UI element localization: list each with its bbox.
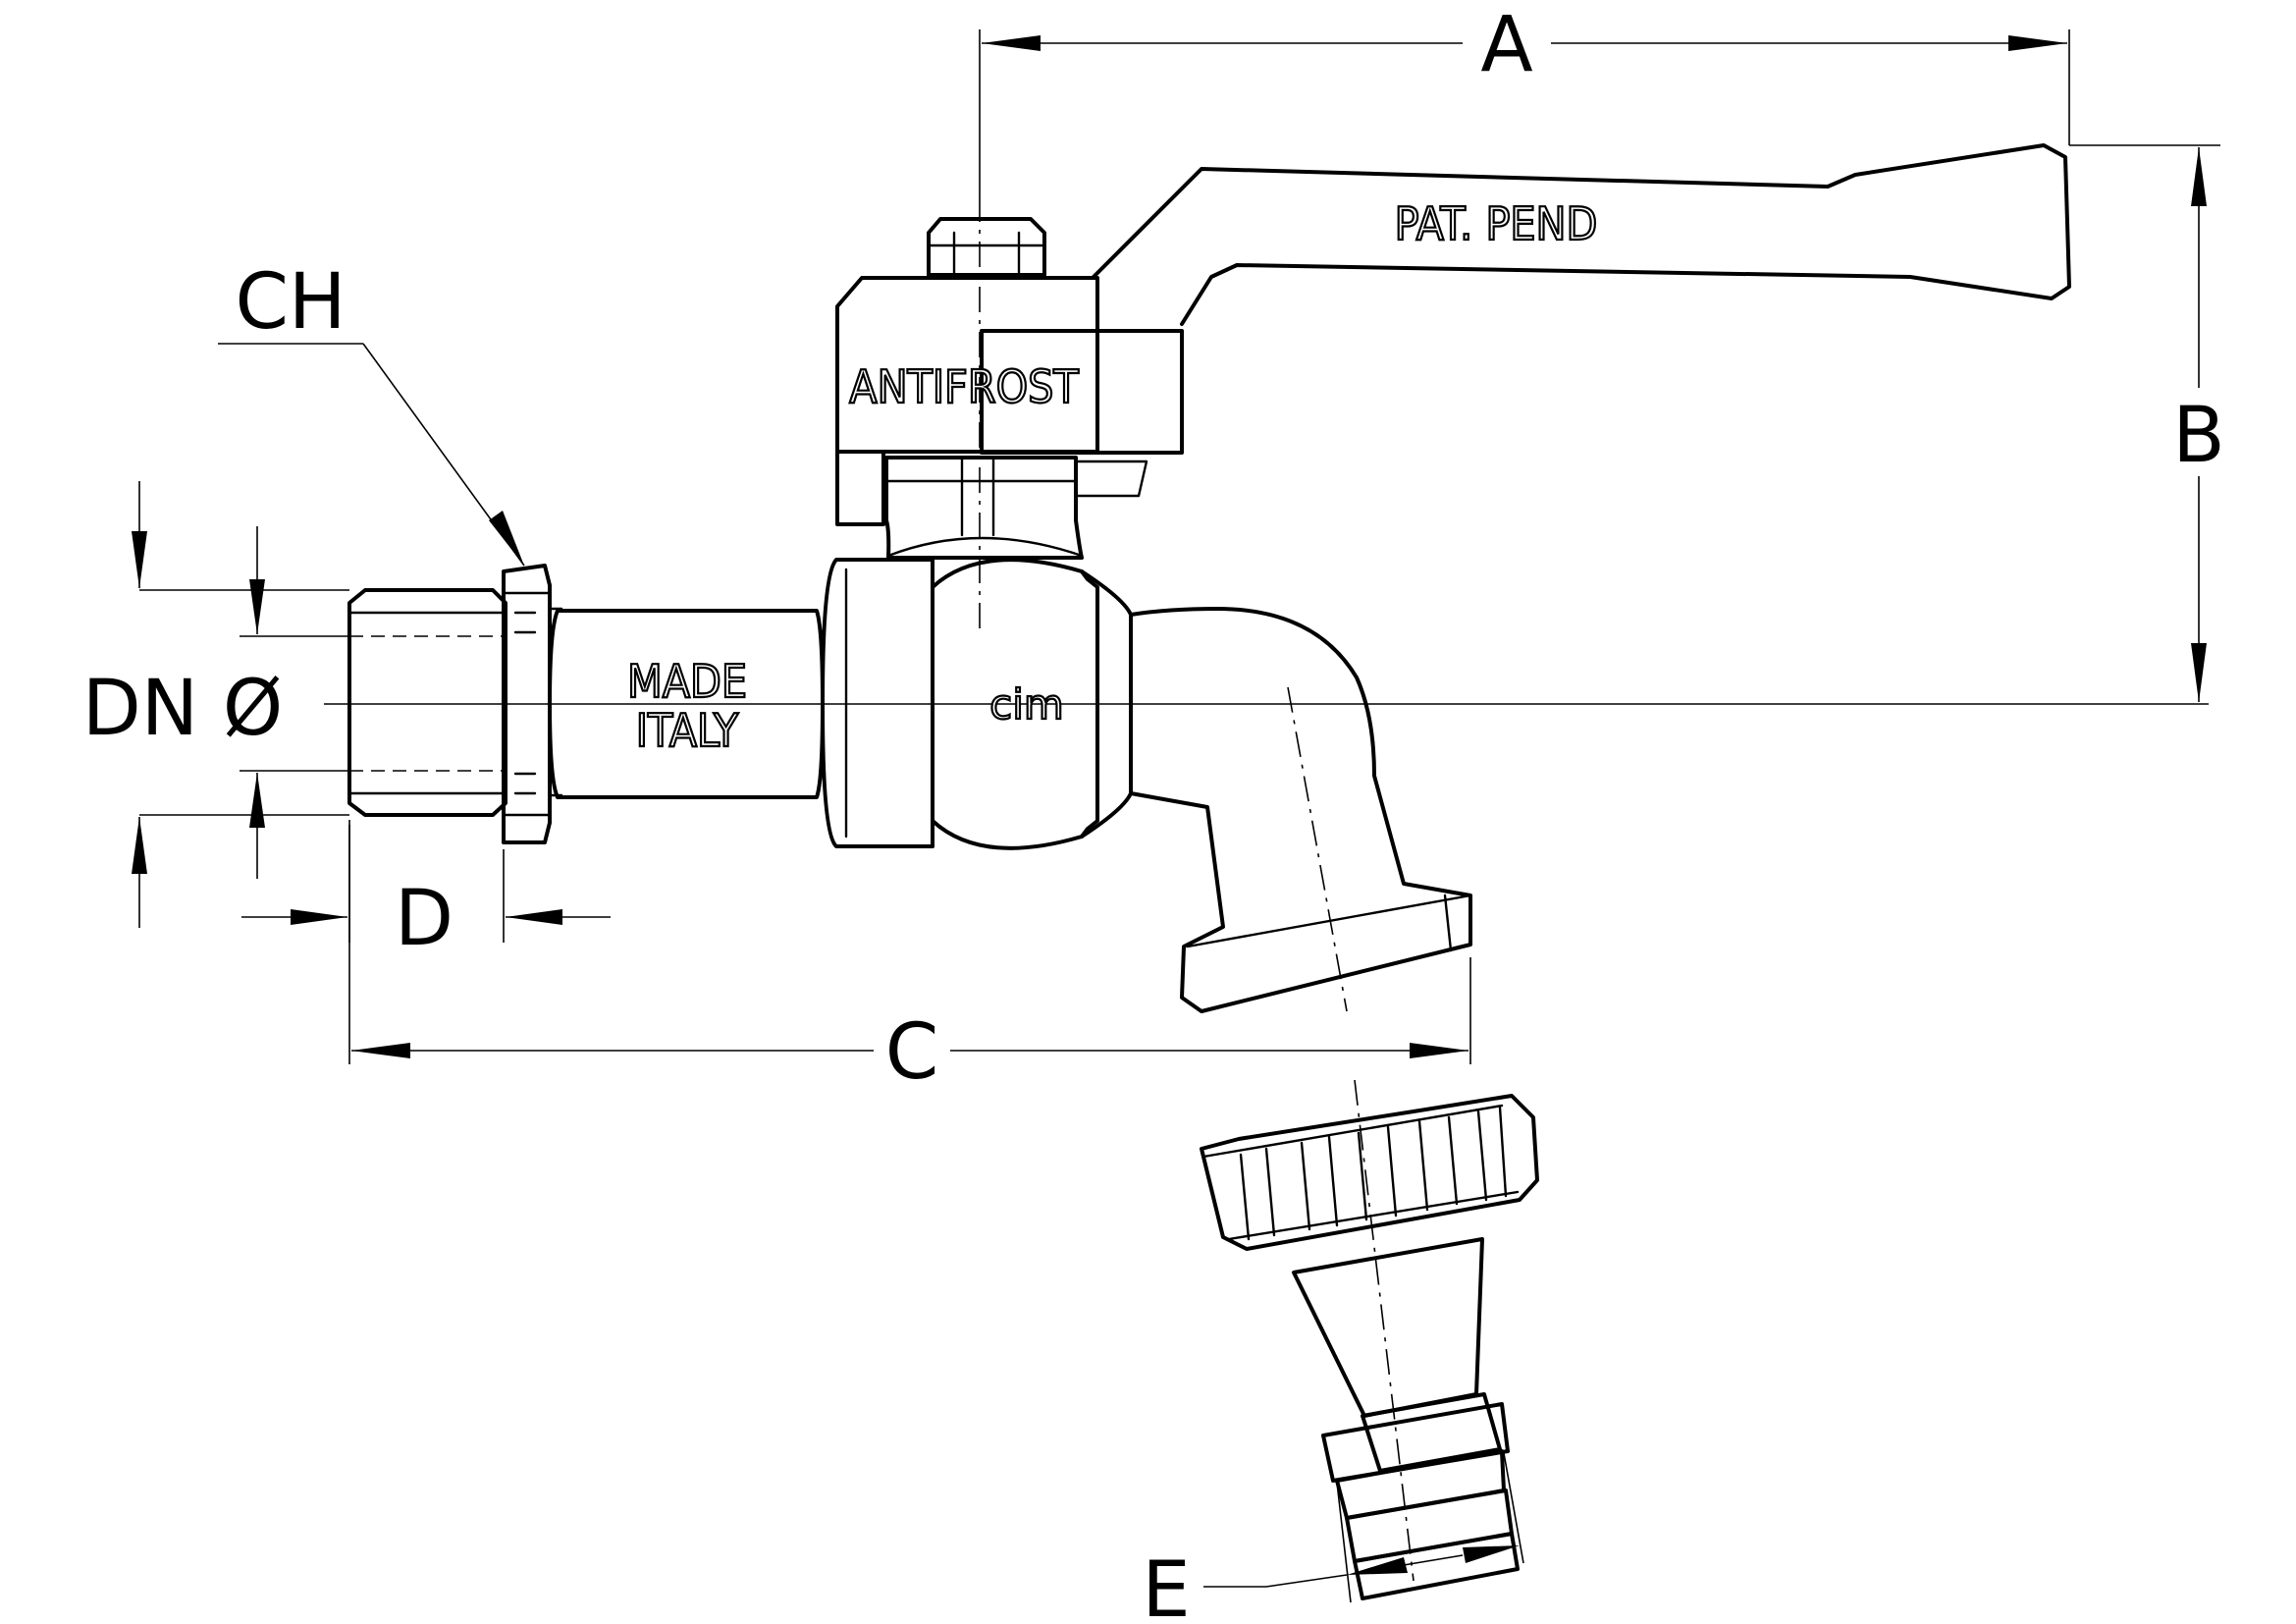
inlet-threaded-end <box>347 588 507 817</box>
dimension-e: E <box>1142 1452 1524 1624</box>
dimension-a: A <box>979 1 2070 196</box>
spout <box>1129 607 1472 1013</box>
dim-d-label: D <box>395 875 454 963</box>
dim-c-label: C <box>885 1008 938 1097</box>
ball-valve-body: cim <box>821 536 1133 850</box>
dimension-c: C <box>348 825 1471 1097</box>
center-lines <box>324 196 2209 1582</box>
pat-pend-label: PAT. PEND <box>1395 197 1598 250</box>
made-label: MADE <box>627 655 747 708</box>
hose-connector-knurling <box>1239 1106 1508 1241</box>
dim-b-label: B <box>2172 392 2225 480</box>
italy-label: ITALY <box>636 704 739 757</box>
lever-handle: PAT. PEND <box>1092 143 2071 326</box>
dim-a-label: A <box>1480 1 1532 89</box>
dim-ch-label: CH <box>235 258 346 347</box>
cim-logo: cim <box>989 680 1064 729</box>
top-nut <box>927 217 1046 277</box>
dimension-d: D <box>241 820 611 963</box>
valve-neck: MADE ITALY <box>548 609 825 799</box>
stem-gland <box>884 456 1148 560</box>
dimension-dn: DN Ø <box>82 481 349 928</box>
dim-dn-label: DN Ø <box>82 665 284 753</box>
dim-e-label: E <box>1142 1546 1190 1624</box>
dimension-ch: CH <box>218 258 525 567</box>
lever-block: ANTIFROST <box>835 276 1184 526</box>
dimension-b: B <box>2069 144 2225 702</box>
antifrost-label: ANTIFROST <box>849 360 1079 413</box>
hose-connector <box>1200 1094 1539 1600</box>
